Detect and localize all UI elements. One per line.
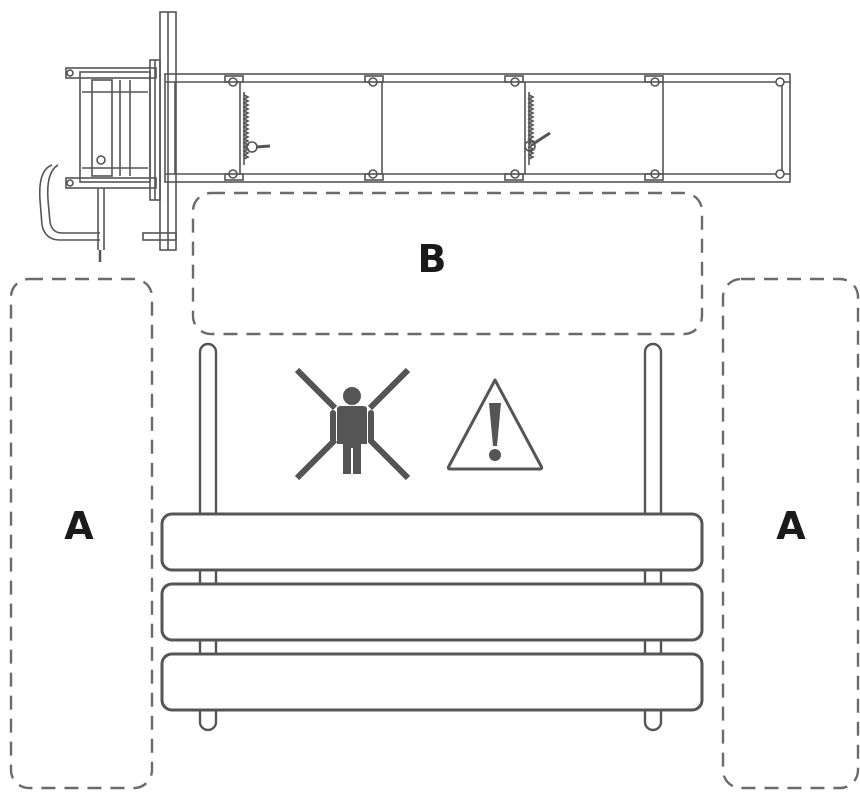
zone-b: B bbox=[191, 191, 704, 336]
log-bottom bbox=[160, 652, 704, 712]
zone-a-right-outline bbox=[721, 277, 860, 790]
log-stack bbox=[160, 512, 704, 712]
main-beam bbox=[142, 11, 177, 251]
rail-bolts bbox=[228, 77, 785, 179]
log-top bbox=[160, 512, 704, 572]
saw-head bbox=[65, 67, 157, 189]
person-prohibited-icon bbox=[294, 367, 411, 481]
machine-top-view bbox=[38, 11, 791, 262]
rack-left bbox=[242, 92, 250, 165]
saw-handle bbox=[38, 164, 105, 262]
zone-a-left-outline bbox=[9, 277, 154, 790]
warning-triangle-icon bbox=[446, 378, 544, 471]
rack-right bbox=[527, 92, 535, 165]
clamp-handle-right bbox=[524, 131, 551, 152]
zone-a-right-label: A bbox=[776, 504, 806, 548]
zone-a-left-label: A bbox=[64, 504, 94, 548]
rail-frame bbox=[164, 73, 791, 183]
zone-b-label: B bbox=[418, 237, 447, 281]
zone-a-right: A bbox=[721, 277, 860, 790]
clamp-handle-left bbox=[246, 141, 271, 153]
log-middle bbox=[160, 582, 704, 642]
zone-a-left: A bbox=[9, 277, 154, 790]
zone-b-outline bbox=[191, 191, 704, 336]
